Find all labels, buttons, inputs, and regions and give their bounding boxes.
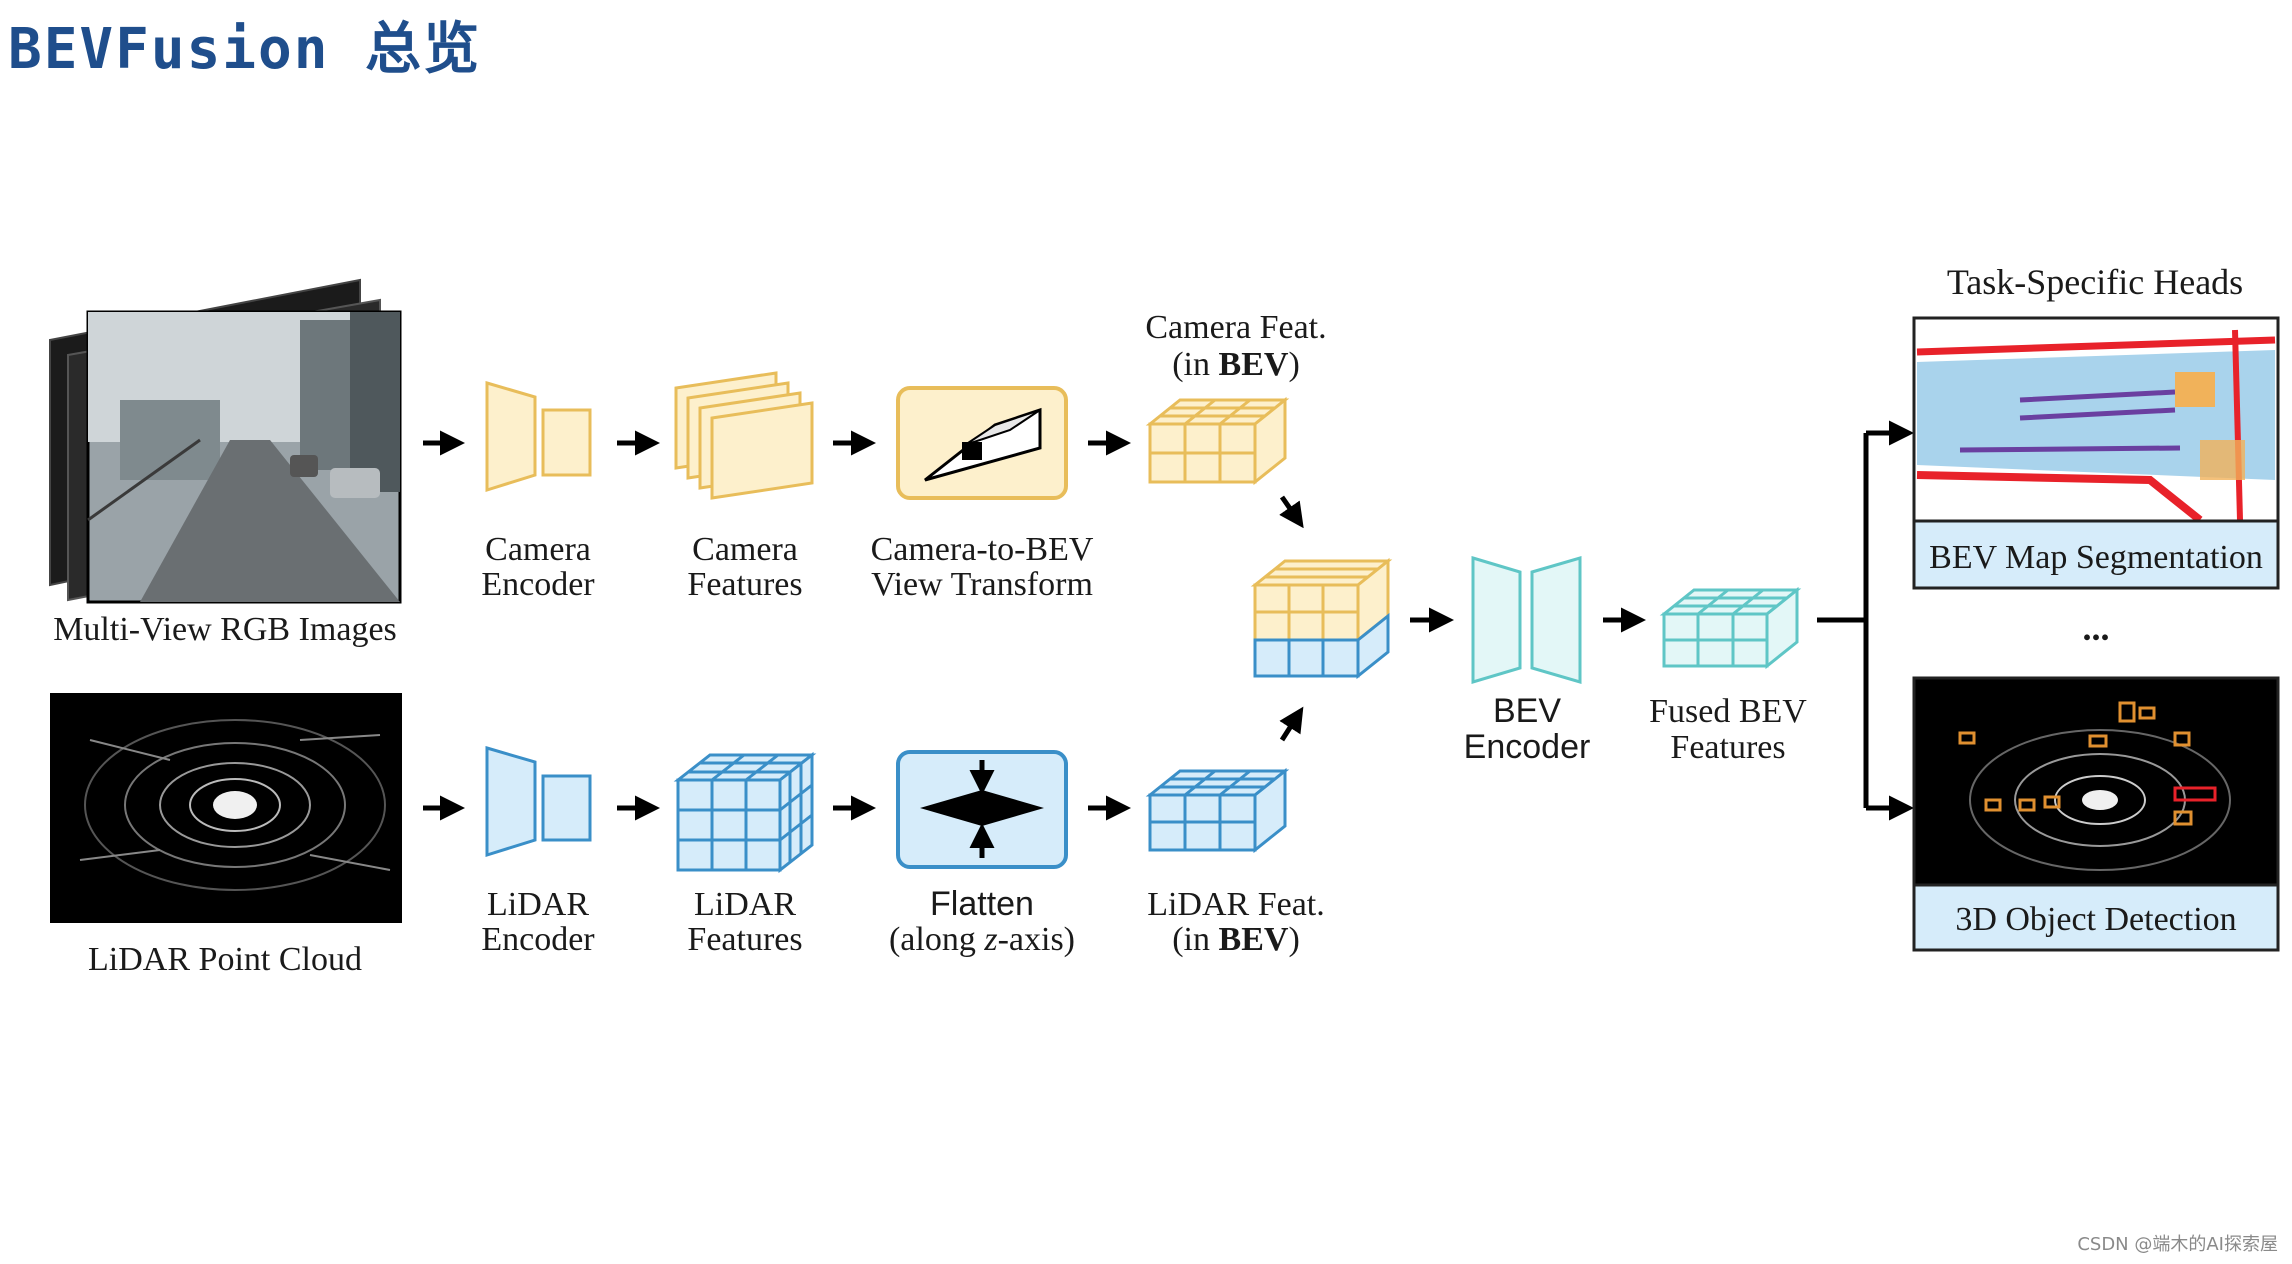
lidar-point-cloud-label: LiDAR Point Cloud (88, 941, 362, 978)
camera-encoder-shape (485, 381, 592, 493)
view-transform-label-1: Camera-to-BEV (871, 531, 1094, 568)
bev-encoder-label-1: BEV (1493, 692, 1561, 730)
bev-map-segmentation-label: BEV Map Segmentation (1929, 539, 2263, 576)
lidar-bev-feat-label-2: (in BEV) (1172, 921, 1300, 958)
fused-bev-features-shape (1659, 586, 1802, 670)
view-transform-shape (896, 386, 1068, 500)
fused-bev-features-label-2: Features (1670, 729, 1785, 766)
heads-ellipsis: ... (2083, 608, 2110, 648)
multi-view-rgb-images-label: Multi-View RGB Images (53, 611, 397, 648)
camera-features-label-2: Features (687, 566, 802, 603)
bev-encoder-label-2: Encoder (1464, 728, 1591, 766)
lidar-encoder-label-1: LiDAR (487, 886, 589, 923)
page-title: BEVFusion 总览 (8, 17, 482, 82)
lidar-bev-feat-shape (1145, 767, 1290, 854)
multi-view-rgb-images (49, 278, 402, 604)
view-transform-label-2: View Transform (871, 566, 1093, 603)
flatten-label-1: Flatten (930, 885, 1034, 923)
flatten-label-2: (along z-axis) (889, 921, 1075, 958)
heads-branch-arrows (1817, 420, 1914, 821)
camera-features-label-1: Camera (692, 531, 798, 568)
concatenated-features-shape (1250, 557, 1393, 680)
camera-encoder-label-1: Camera (485, 531, 591, 568)
fusion-arrows (1279, 495, 1304, 742)
lidar-bev-feat-label-1: LiDAR Feat. (1147, 886, 1325, 923)
camera-encoder-label-2: Encoder (481, 566, 595, 603)
camera-bev-feat-label-1: Camera Feat. (1145, 309, 1326, 346)
3d-object-detection-head (1912, 676, 2280, 952)
fused-bev-features-label-1: Fused BEV (1649, 693, 1807, 730)
lidar-encoder-label-2: Encoder (481, 921, 595, 958)
lidar-features-label-2: Features (687, 921, 802, 958)
camera-bev-feat-shape (1145, 396, 1290, 486)
lidar-point-cloud (50, 693, 402, 923)
bev-map-segmentation-head (1912, 316, 2280, 590)
flatten-shape (896, 750, 1068, 869)
camera-bev-feat-label-2: (in BEV) (1172, 346, 1300, 383)
lidar-encoder-shape (485, 746, 592, 858)
lidar-features-shape (673, 751, 817, 874)
lidar-features-label-1: LiDAR (694, 886, 796, 923)
watermark: CSDN @端木的AI探索屋 (2077, 1234, 2278, 1255)
bev-encoder-shape (1471, 555, 1582, 685)
task-specific-heads-title: Task-Specific Heads (1947, 262, 2243, 302)
3d-object-detection-label: 3D Object Detection (1955, 901, 2236, 938)
camera-features-shape (674, 371, 814, 500)
